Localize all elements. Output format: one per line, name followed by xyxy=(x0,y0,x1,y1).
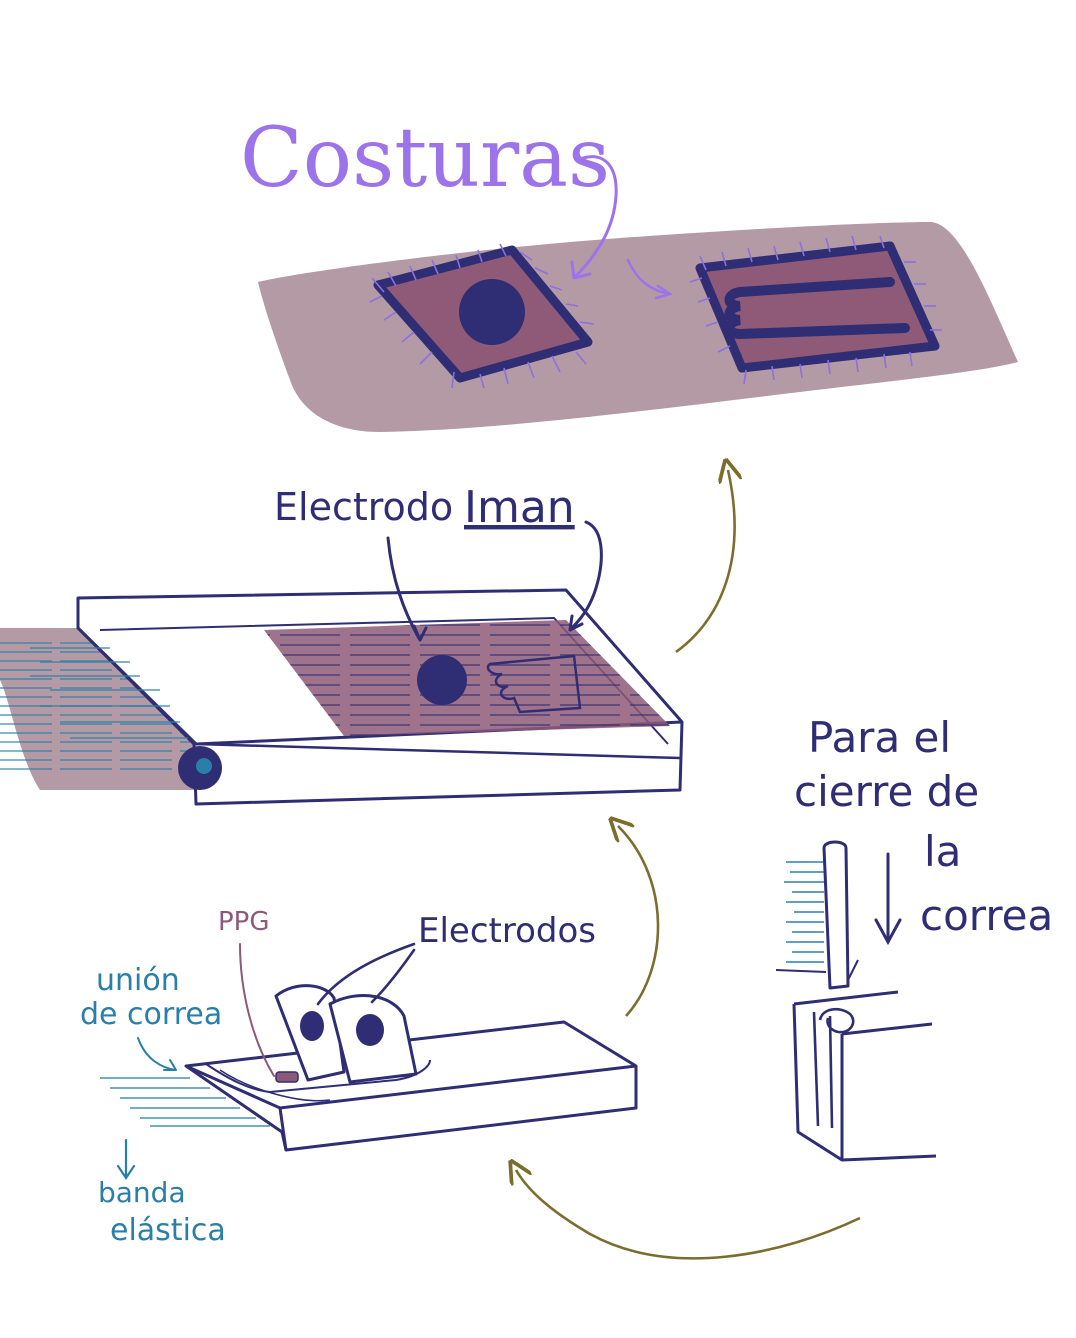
de-correa-label: de correa xyxy=(80,997,222,1032)
right-electrode-pad xyxy=(689,235,942,385)
iman-pointer-icon xyxy=(568,520,603,632)
flow-arrow-bottom-icon xyxy=(516,1170,861,1260)
stitch-marks xyxy=(689,235,942,385)
banda-label: banda xyxy=(98,1176,186,1209)
union-label: unión xyxy=(96,963,180,998)
magnet-coil-icon xyxy=(486,654,582,714)
electrode-dot-icon xyxy=(356,1014,384,1046)
correa-label: correa xyxy=(920,891,1053,940)
costuras-pointer-arrow-icon xyxy=(570,155,618,280)
iman-label: Iman xyxy=(464,482,575,533)
fabric-strip-group xyxy=(258,222,1018,432)
electrodos-pointer-icon xyxy=(316,942,416,1006)
para-el-label: Para el xyxy=(808,713,951,762)
module-body xyxy=(184,1020,638,1152)
comb-electrode-icon xyxy=(724,277,910,340)
electrode-dot-icon xyxy=(417,655,467,705)
electrode-dot-icon xyxy=(459,279,525,345)
left-electrode-pad xyxy=(369,243,595,389)
electrodo-pointer-icon xyxy=(386,536,428,642)
ppg-sensor-icon xyxy=(275,1071,299,1083)
ppg-pointer-icon xyxy=(239,943,275,1077)
la-label: la xyxy=(924,827,961,876)
sensor-module xyxy=(100,984,638,1152)
clip-bottom xyxy=(792,990,937,1162)
ppg-label: PPG xyxy=(218,907,270,937)
union-pointer-icon xyxy=(137,1037,177,1071)
electrodo-label: Electrodo xyxy=(274,485,453,529)
electrode-dot-icon xyxy=(300,1011,324,1041)
elastica-label: elástica xyxy=(110,1213,226,1248)
elastic-band-hatch xyxy=(100,1077,270,1127)
cierre-de-label: cierre de xyxy=(794,767,979,816)
strap-section xyxy=(0,588,684,806)
costuras-label: Costuras xyxy=(240,111,610,206)
down-arrow-icon xyxy=(116,1138,136,1180)
stitch-marks xyxy=(369,243,595,389)
small-arrow-icon xyxy=(626,258,673,300)
flow-arrow-up-icon xyxy=(675,470,735,654)
closure-section: Para el cierre de la correa xyxy=(775,713,1053,1162)
down-arrow-icon xyxy=(874,852,902,946)
clip-top xyxy=(775,840,859,990)
flow-arrow-up-lower-icon xyxy=(618,826,660,1017)
electrodos-label: Electrodos xyxy=(418,911,596,951)
